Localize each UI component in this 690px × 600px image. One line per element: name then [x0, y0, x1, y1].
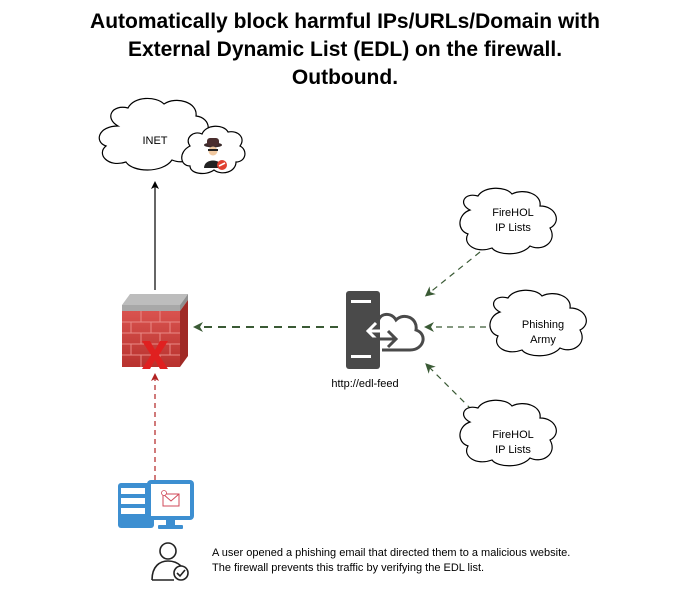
hacker-icon	[204, 138, 227, 170]
title-line-2: External Dynamic List (EDL) on the firew…	[127, 38, 563, 61]
feed-middle-label-line-1: Phishing	[521, 319, 565, 331]
feed-top-label-line-1: FireHOL	[492, 207, 534, 219]
email-icon	[161, 490, 180, 507]
feed-top-arrow	[424, 251, 481, 297]
feed-bottom-label-line-1: FireHOL	[492, 429, 534, 441]
firewall-icon	[122, 294, 188, 367]
edl-server-icon	[346, 291, 425, 369]
feed-top-cloud	[459, 187, 557, 255]
user-check-icon	[151, 542, 189, 581]
block-x-icon	[142, 341, 168, 369]
feed-bottom-cloud	[459, 399, 557, 467]
feed-top-label-line-2: IP Lists	[495, 222, 531, 234]
feed-middle-label: Phishing Army	[508, 318, 578, 348]
feed-bottom-label-line-2: IP Lists	[495, 444, 531, 456]
edl-server-label: http://edl-feed	[331, 378, 399, 390]
feed-bottom-label: FireHOL IP Lists	[478, 428, 548, 458]
feed-top-label: FireHOL IP Lists	[478, 206, 548, 236]
feed-middle-cloud	[489, 289, 587, 357]
scenario-note-line-2: The firewall prevents this traffic by ve…	[212, 562, 485, 574]
feed-middle-label-line-2: Army	[530, 334, 556, 346]
title-line-1: Automatically block harmful IPs/URLs/Dom…	[90, 10, 600, 33]
diagram-title: Automatically block harmful IPs/URLs/Dom…	[0, 8, 690, 92]
title-line-3: Outbound.	[291, 66, 399, 89]
scenario-note-line-1: A user opened a phishing email that dire…	[212, 547, 571, 559]
workstation-icon	[118, 480, 194, 529]
internet-label: INET	[142, 135, 168, 147]
scenario-note: A user opened a phishing email that dire…	[212, 546, 570, 576]
feed-bottom-arrow	[425, 363, 473, 411]
